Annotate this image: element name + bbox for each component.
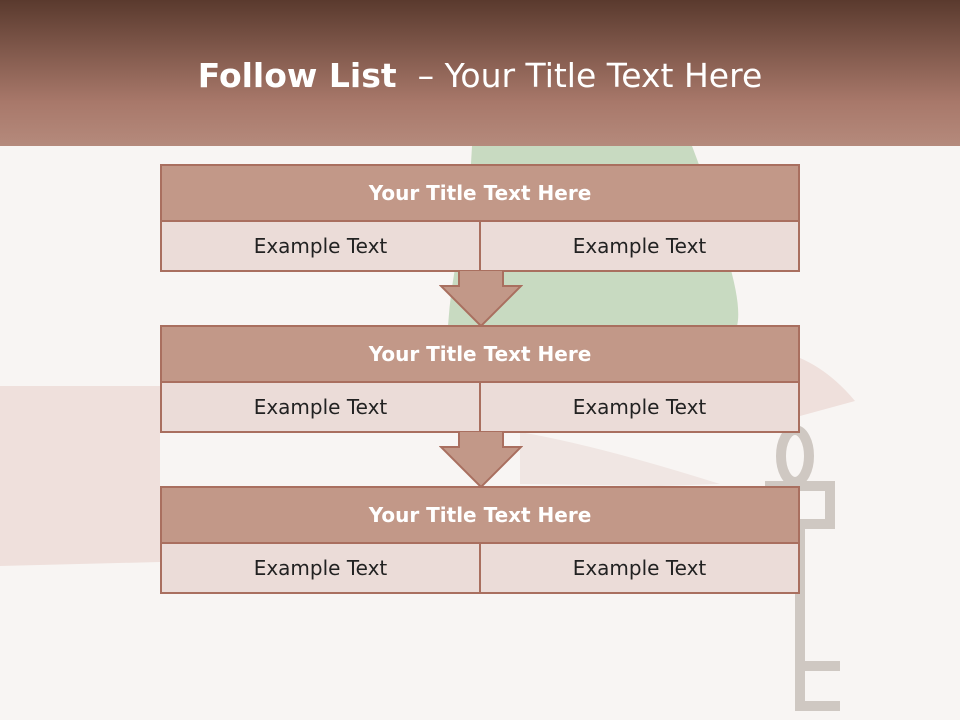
step-title: Your Title Text Here xyxy=(162,166,798,222)
fingertip-shape xyxy=(800,358,855,416)
step-title: Your Title Text Here xyxy=(162,327,798,383)
step-right-text: Example Text xyxy=(479,383,798,431)
slide-title-rest: – Your Title Text Here xyxy=(396,56,763,95)
key-shape xyxy=(765,425,840,711)
step-left-text: Example Text xyxy=(253,556,388,580)
step-box-3: Your Title Text Here Example Text Exampl… xyxy=(160,486,800,594)
step-row: Example Text Example Text xyxy=(162,383,798,431)
step-title: Your Title Text Here xyxy=(162,488,798,544)
step-box-2: Your Title Text Here Example Text Exampl… xyxy=(160,325,800,433)
step-right-text: Example Text xyxy=(479,222,798,270)
slide-title: Follow List – Your Title Text Here xyxy=(0,56,960,95)
step-left-text: Example Text xyxy=(253,234,388,258)
palm-shape xyxy=(520,432,720,486)
step-row: Example Text Example Text xyxy=(162,544,798,592)
slide-title-bold: Follow List xyxy=(197,56,397,95)
step-left-text: Example Text xyxy=(253,395,388,419)
arm-shape xyxy=(0,386,160,566)
down-arrow-icon xyxy=(439,270,523,328)
step-row: Example Text Example Text xyxy=(162,222,798,270)
slide-header: Follow List – Your Title Text Here xyxy=(0,0,960,146)
step-right-text: Example Text xyxy=(479,544,798,592)
down-arrow-icon xyxy=(439,431,523,489)
step-box-1: Your Title Text Here Example Text Exampl… xyxy=(160,164,800,272)
